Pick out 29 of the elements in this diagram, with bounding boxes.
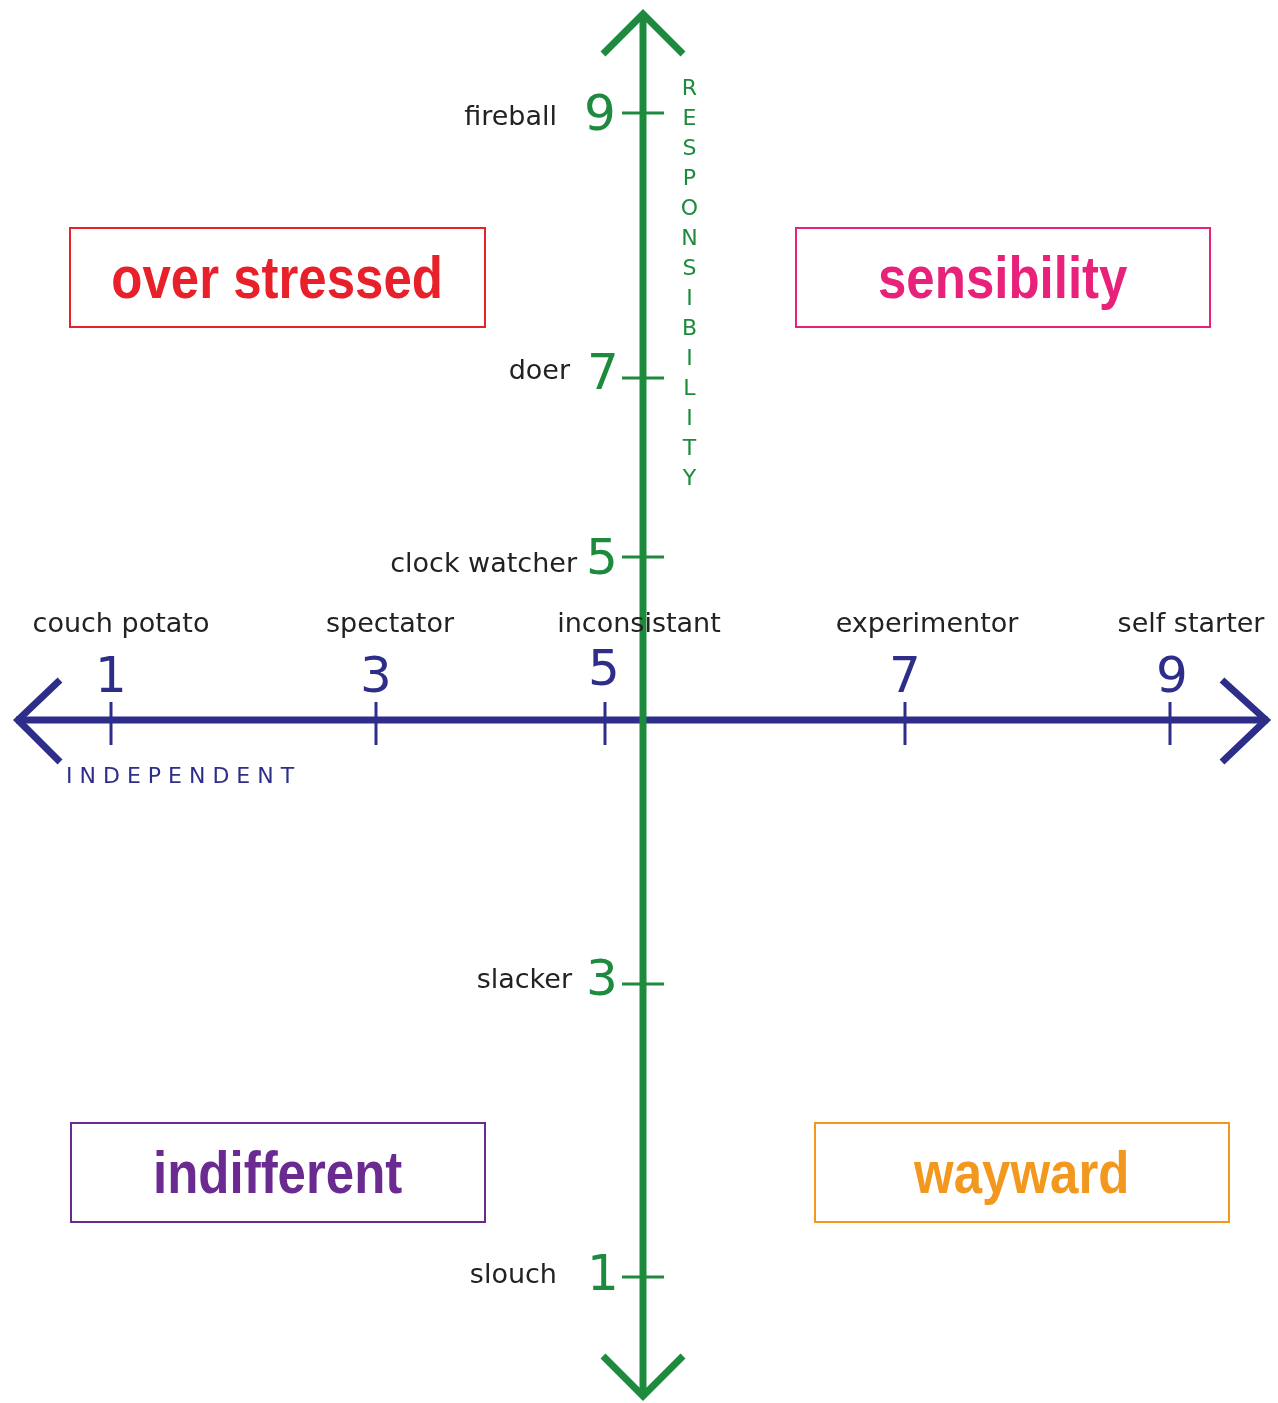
quadrant-title: indifferent [153, 1138, 403, 1207]
level-label: spectator [326, 608, 454, 636]
tick-label: 5 [586, 532, 618, 582]
quadrant-title: sensibility [878, 243, 1128, 312]
tick-label: 9 [1156, 650, 1188, 700]
axis-title: INDEPENDENT [66, 765, 302, 787]
quadrant-box [70, 1122, 486, 1223]
tick-label: 3 [586, 953, 618, 1003]
tick-label: 5 [588, 643, 620, 693]
level-label: self starter [1117, 608, 1265, 636]
tick-label: 3 [360, 650, 392, 700]
quadrant-box [69, 227, 486, 328]
tick-label: 9 [584, 88, 616, 138]
tick-label: 7 [889, 650, 921, 700]
level-label: slacker [476, 964, 572, 992]
level-label: doer [508, 355, 570, 383]
tick-label: 1 [95, 650, 127, 700]
level-label: slouch [469, 1259, 557, 1287]
axis-title: RESPONSIBILITY [678, 75, 700, 495]
quadrant-title: over stressed [111, 243, 444, 312]
quadrant-title: wayward [914, 1138, 1130, 1207]
tick-label: 7 [587, 347, 619, 397]
quadrant-box [795, 227, 1211, 328]
quadrant-box [814, 1122, 1230, 1223]
level-label: clock watcher [390, 548, 577, 576]
level-label: experimentor [835, 608, 1019, 636]
level-label: fireball [464, 101, 557, 129]
level-label: couch potato [32, 608, 210, 636]
tick-label: 1 [587, 1248, 619, 1298]
